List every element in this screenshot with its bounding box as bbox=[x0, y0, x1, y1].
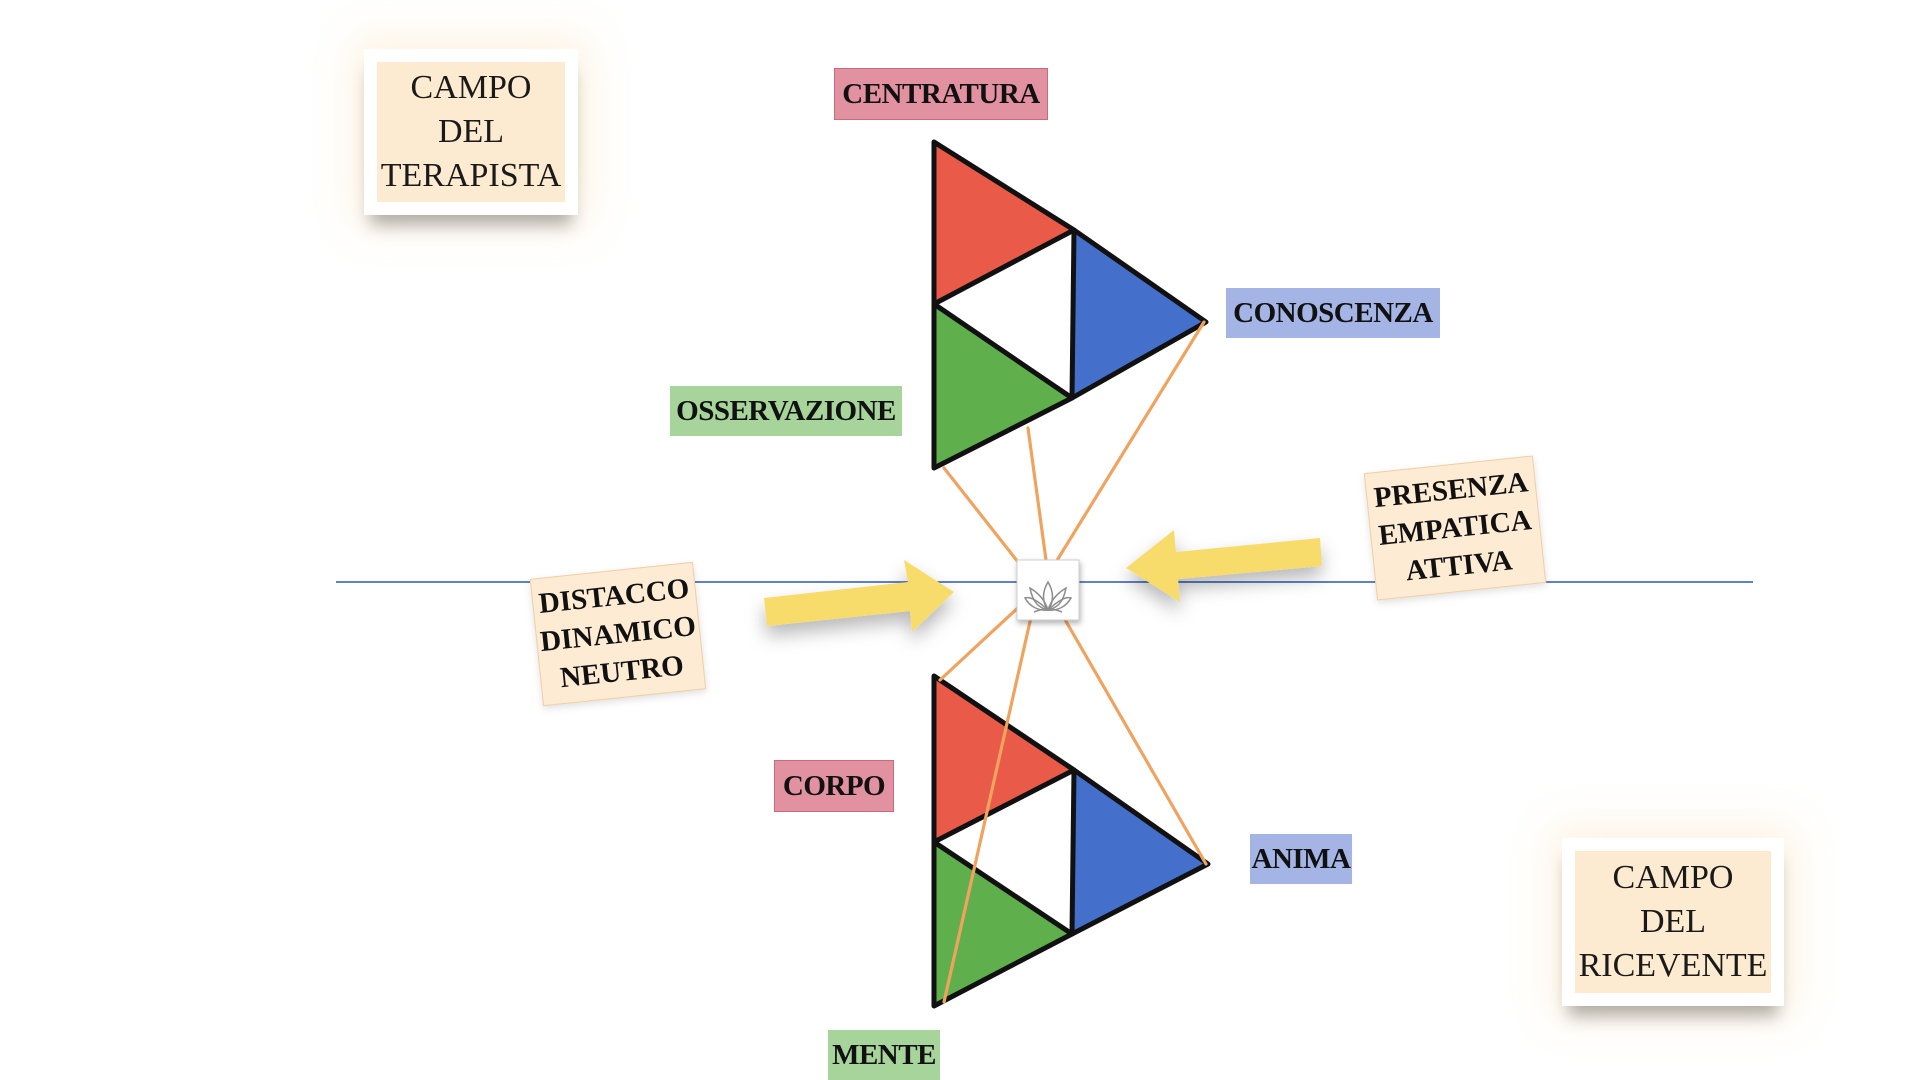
left-arrow bbox=[764, 560, 954, 632]
label-mente: MENTE bbox=[828, 1030, 940, 1080]
connector-line bbox=[1054, 320, 1206, 564]
therapist-field-line: TERAPISTA bbox=[380, 157, 562, 194]
bottom-triangle-group bbox=[931, 673, 1211, 1009]
connector-lines bbox=[938, 320, 1208, 1004]
bottom-red-triangle bbox=[931, 673, 1077, 845]
right-arrow bbox=[1126, 530, 1322, 602]
connector-line bbox=[942, 602, 1036, 1004]
top-red-triangle bbox=[931, 139, 1077, 307]
label-corpo: CORPO bbox=[774, 760, 894, 812]
distacco-note: DISTACCO DINAMICO NEUTRO bbox=[529, 561, 707, 707]
connector-line bbox=[1026, 426, 1048, 562]
connector-line bbox=[938, 602, 1024, 682]
receiver-field-text: CAMPO DEL RICEVENTE bbox=[1575, 851, 1771, 993]
therapist-field-box: CAMPO DEL TERAPISTA bbox=[364, 49, 578, 215]
top-blue-triangle bbox=[1069, 227, 1209, 401]
receiver-field-line: DEL bbox=[1639, 903, 1707, 940]
label-conoscenza: CONOSCENZA bbox=[1226, 288, 1440, 338]
bottom-blue-triangle bbox=[1069, 767, 1211, 937]
receiver-field-line: CAMPO bbox=[1612, 859, 1734, 896]
connector-line bbox=[942, 466, 1020, 564]
therapist-field-line: DEL bbox=[437, 113, 505, 150]
receiver-field-line: RICEVENTE bbox=[1578, 947, 1768, 984]
lotus-icon bbox=[1016, 559, 1080, 621]
top-green-triangle bbox=[931, 301, 1075, 471]
bottom-green-triangle bbox=[931, 839, 1075, 1009]
receiver-field-box: CAMPO DEL RICEVENTE bbox=[1562, 838, 1784, 1006]
therapist-field-text: CAMPO DEL TERAPISTA bbox=[377, 62, 565, 202]
top-triangle-group bbox=[931, 139, 1209, 471]
label-anima: ANIMA bbox=[1250, 834, 1352, 884]
therapist-field-line: CAMPO bbox=[410, 69, 532, 106]
label-centratura: CENTRATURA bbox=[834, 68, 1048, 120]
label-osservazione: OSSERVAZIONE bbox=[670, 386, 902, 436]
presenza-note: PRESENZA EMPATICA ATTIVA bbox=[1363, 455, 1547, 601]
connector-line bbox=[1054, 602, 1208, 866]
